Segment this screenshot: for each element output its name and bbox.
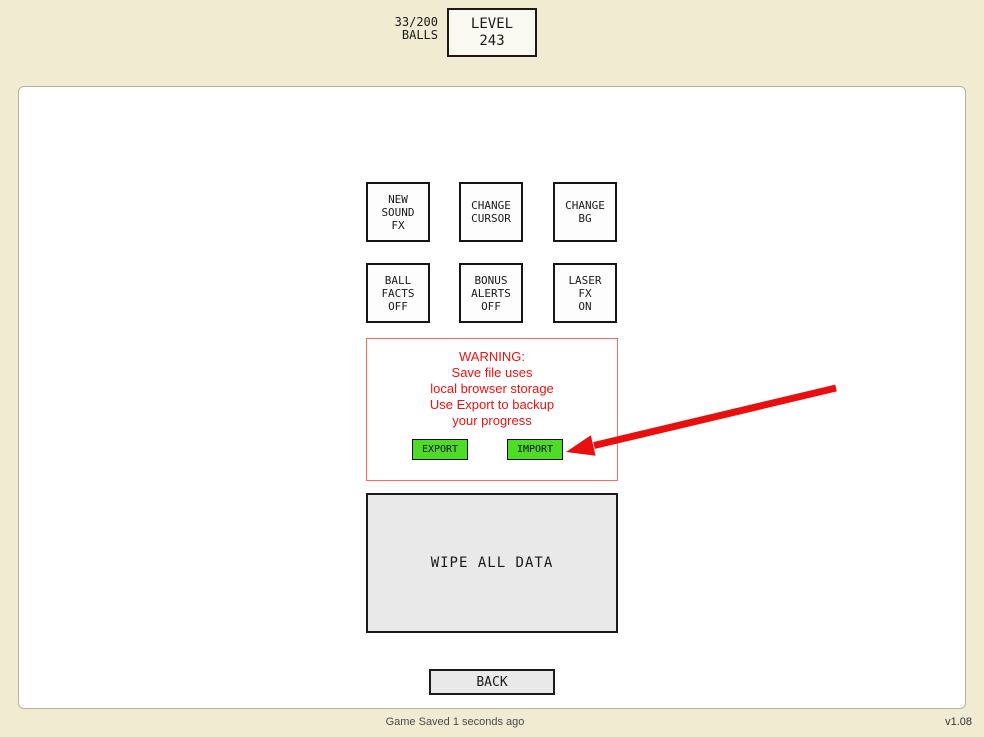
laser-fx-toggle[interactable]: LASER FX ON bbox=[553, 263, 617, 323]
ball-facts-toggle[interactable]: BALL FACTS OFF bbox=[366, 263, 430, 323]
warning-text-line: your progress bbox=[452, 413, 532, 428]
change-bg-button[interactable]: CHANGE BG bbox=[553, 182, 617, 242]
balls-counter: 33/200 BALLS bbox=[368, 16, 438, 42]
button-label-line: BONUS bbox=[474, 273, 508, 287]
balls-count-value: 33/200 bbox=[394, 15, 438, 29]
level-label: LEVEL bbox=[470, 15, 514, 32]
warning-text-line: WARNING: bbox=[459, 349, 525, 364]
wipe-all-data-button[interactable]: WIPE ALL DATA bbox=[366, 493, 618, 633]
button-label-line: CHANGE bbox=[565, 199, 605, 212]
level-value: 243 bbox=[479, 32, 505, 49]
button-label-line: BALL bbox=[384, 273, 412, 287]
button-label-line: CHANGE bbox=[471, 199, 511, 212]
version-label: v1.08 bbox=[945, 716, 972, 728]
warning-text-line: Use Export to backup bbox=[429, 397, 555, 412]
settings-panel: NEW SOUND FX CHANGE CURSOR CHANGE BG BAL… bbox=[18, 86, 966, 709]
button-label-line: SOUND bbox=[381, 205, 415, 219]
save-status: Game Saved 1 seconds ago bbox=[385, 716, 525, 728]
button-label-line: BG bbox=[578, 212, 592, 225]
button-label-line: CURSOR bbox=[471, 212, 511, 225]
change-cursor-button[interactable]: CHANGE CURSOR bbox=[459, 182, 523, 242]
save-warning-box: WARNING: Save file uses local browser st… bbox=[366, 338, 618, 481]
new-sound-fx-button[interactable]: NEW SOUND FX bbox=[366, 182, 430, 242]
button-label-line: ALERTS bbox=[471, 286, 511, 300]
button-label-line: FX bbox=[391, 218, 405, 232]
level-display: LEVEL 243 bbox=[447, 8, 537, 57]
button-label-line: OFF bbox=[481, 299, 501, 313]
button-label-line: FX bbox=[578, 286, 592, 300]
warning-text-line: local browser storage bbox=[430, 381, 554, 396]
export-button[interactable]: EXPORT bbox=[412, 439, 468, 460]
button-label-line: OFF bbox=[388, 299, 408, 313]
balls-count-label: BALLS bbox=[401, 28, 438, 42]
bonus-alerts-toggle[interactable]: BONUS ALERTS OFF bbox=[459, 263, 523, 323]
button-label-line: FACTS bbox=[381, 286, 415, 300]
button-label-line: LASER bbox=[568, 273, 602, 287]
import-button[interactable]: IMPORT bbox=[507, 439, 563, 460]
button-label-line: NEW bbox=[388, 192, 408, 206]
button-label-line: ON bbox=[578, 299, 592, 313]
warning-text-line: Save file uses bbox=[451, 365, 533, 380]
back-button[interactable]: BACK bbox=[429, 669, 555, 695]
